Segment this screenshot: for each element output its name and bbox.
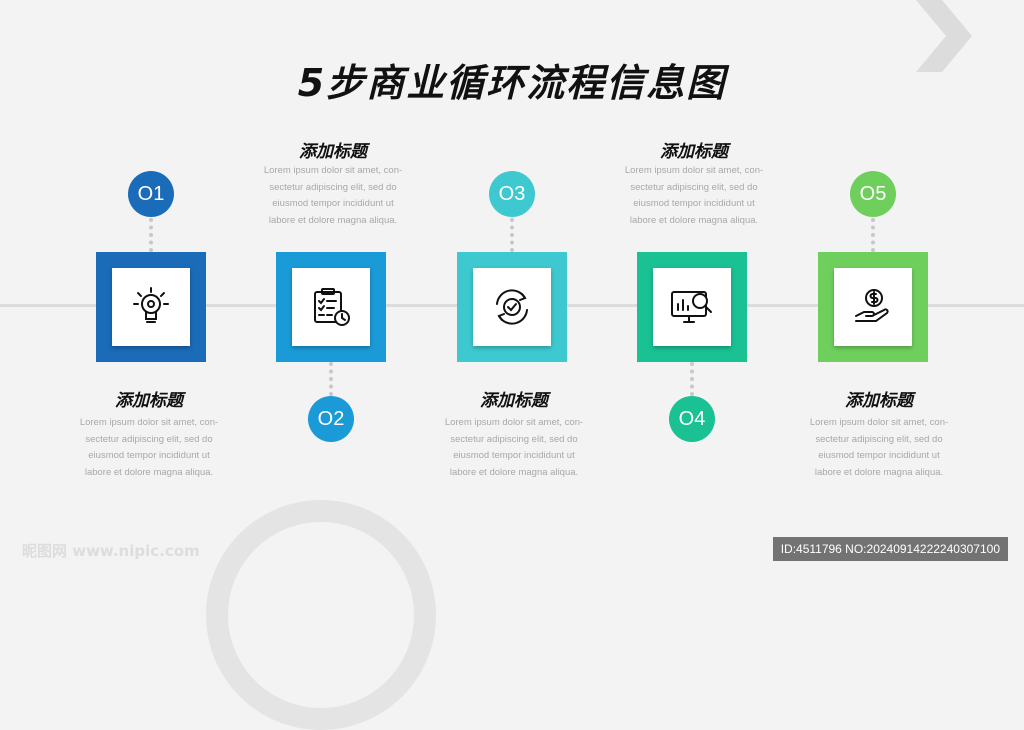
monitor-chart-search-icon: [671, 291, 712, 323]
watermark-id: ID:4511796 NO:20240914222240307100: [772, 537, 1008, 561]
step-number-badge: O3: [489, 171, 535, 217]
icon-tile: [112, 268, 190, 346]
step-heading: 添加标题: [299, 142, 367, 162]
connector: [510, 218, 514, 252]
step-card: [818, 252, 928, 362]
step-description: Lorem ipsum dolor sit amet, con-sectetur…: [79, 417, 219, 478]
step-card: [276, 252, 386, 362]
arc-decoration: [206, 500, 436, 730]
step-description: Lorem ipsum dolor sit amet, con-sectetur…: [444, 417, 584, 478]
step-heading: 添加标题: [660, 142, 728, 162]
connector: [690, 362, 694, 396]
hand-dollar-icon: [855, 289, 889, 322]
clipboard-clock-icon: [314, 288, 350, 326]
step-heading: 添加标题: [480, 391, 548, 411]
step-number-badge: O5: [850, 171, 896, 217]
step-card: [457, 252, 567, 362]
step-number-badge: O4: [669, 396, 715, 442]
connector: [871, 218, 875, 252]
icon-tile: [292, 268, 370, 346]
step-description: Lorem ipsum dolor sit amet, con-sectetur…: [624, 165, 764, 226]
step-heading: 添加标题: [115, 391, 183, 411]
step-number-badge: O1: [128, 171, 174, 217]
icon-tile: [473, 268, 551, 346]
step-card: [637, 252, 747, 362]
icon-tile: [653, 268, 731, 346]
gear-cycle-check-icon: [496, 289, 528, 325]
step-heading: 添加标题: [845, 391, 913, 411]
lightbulb-gear-icon: [133, 287, 169, 323]
chevron-decoration: [916, 0, 972, 72]
step-number-badge: O2: [308, 396, 354, 442]
step-description: Lorem ipsum dolor sit amet, con-sectetur…: [263, 165, 403, 226]
connector: [149, 218, 153, 252]
step-card: [96, 252, 206, 362]
icon-tile: [834, 268, 912, 346]
connector: [329, 362, 333, 396]
page-title: 5步商业循环流程信息图: [297, 61, 727, 105]
watermark-logo: 昵图网 www.nipic.com: [22, 542, 200, 560]
step-description: Lorem ipsum dolor sit amet, con-sectetur…: [809, 417, 949, 478]
